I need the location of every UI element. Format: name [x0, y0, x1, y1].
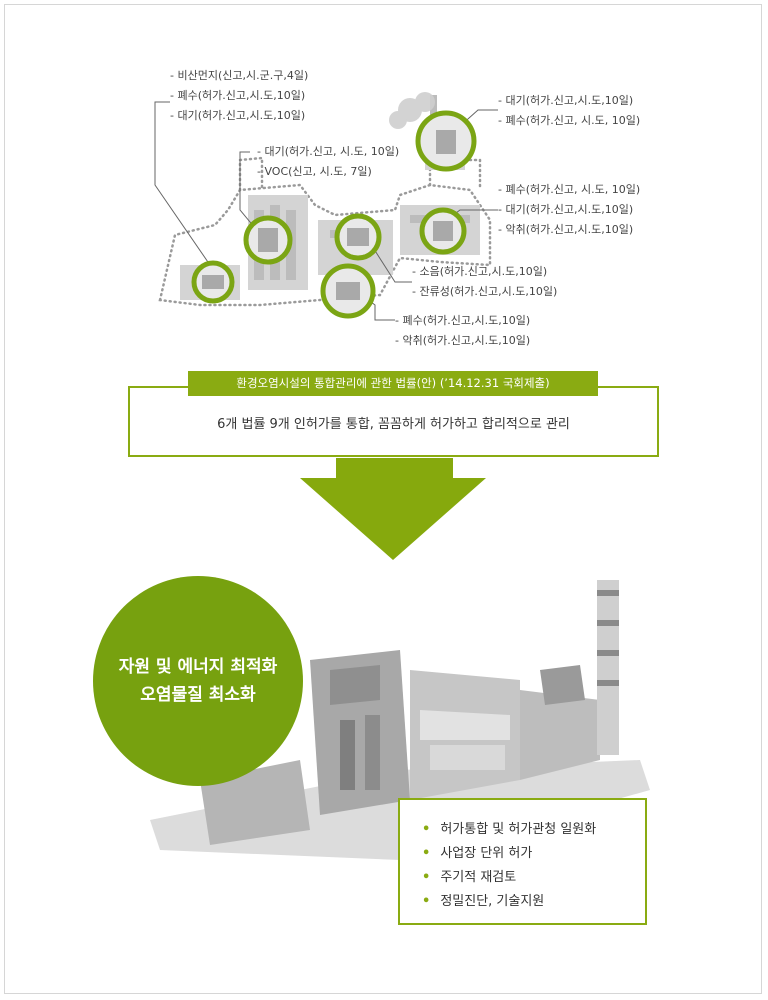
law-summary-box: 6개 법률 9개 인허가를 통합, 꼼꼼하게 허가하고 합리적으로 관리	[128, 386, 659, 457]
page-frame	[4, 4, 762, 994]
goal-line-2: 오염물질 최소화	[140, 685, 256, 705]
callout-line: - VOC(신고, 시.도, 7일)	[257, 165, 372, 178]
callout-line: - 폐수(허가.신고,시.도,10일)	[395, 314, 531, 327]
feature-item: 사업장 단위 허가	[422, 842, 645, 866]
callout-stack: - 대기(허가.신고,시.도,10일) - 폐수(허가.신고, 시.도, 10일…	[498, 91, 640, 131]
feature-item: 주기적 재검토	[422, 866, 645, 890]
feature-item: 정밀진단, 기술지원	[422, 890, 645, 914]
callout-line: - 폐수(허가.신고, 시.도, 10일)	[498, 183, 641, 196]
callout-line: - 대기(허가.신고, 시.도, 10일)	[257, 145, 400, 158]
callout-line: - 소음(허가.신고,시.도,10일)	[412, 265, 548, 278]
callout-noise: - 소음(허가.신고,시.도,10일) - 잔류성(허가.신고,시.도,10일)	[412, 262, 557, 302]
callout-line: - 잔류성(허가.신고,시.도,10일)	[412, 285, 558, 298]
callout-line: - 비산먼지(신고,시.군.구,4일)	[170, 69, 309, 82]
callout-stockyard: - 비산먼지(신고,시.군.구,4일) - 폐수(허가.신고,시.도,10일) …	[170, 66, 308, 126]
callout-line: - 폐수(허가.신고, 시.도, 10일)	[498, 114, 641, 127]
callout-treatment: - 폐수(허가.신고, 시.도, 10일) - 대기(허가.신고,시.도,10일…	[498, 180, 640, 240]
goal-circle: 자원 및 에너지 최적화 오염물질 최소화	[93, 576, 303, 786]
callout-line: - 대기(허가.신고,시.도,10일)	[170, 109, 306, 122]
law-description: 6개 법률 9개 인허가를 통합, 꼼꼼하게 허가하고 합리적으로 관리	[217, 417, 570, 432]
callout-process: - 대기(허가.신고, 시.도, 10일) - VOC(신고, 시.도, 7일)	[257, 142, 399, 182]
feature-item: 허가통합 및 허가관청 일원화	[422, 818, 645, 842]
callout-discharge: - 폐수(허가.신고,시.도,10일) - 악취(허가.신고,시.도,10일)	[395, 311, 530, 351]
facility-schematic	[154, 92, 498, 321]
callout-line: - 악취(허가.신고,시.도,10일)	[395, 334, 531, 347]
callout-line: - 폐수(허가.신고,시.도,10일)	[170, 89, 306, 102]
law-title-banner: 환경오염시설의 통합관리에 관한 법률(안) (’14.12.31 국회제출)	[188, 371, 598, 396]
feature-list-box: 허가통합 및 허가관청 일원화 사업장 단위 허가 주기적 재검토 정밀진단, …	[398, 798, 647, 925]
goal-line-1: 자원 및 에너지 최적화	[118, 657, 278, 677]
callout-line: - 악취(허가.신고,시.도,10일)	[498, 223, 634, 236]
feature-list: 허가통합 및 허가관청 일원화 사업장 단위 허가 주기적 재검토 정밀진단, …	[422, 818, 645, 914]
callout-line: - 대기(허가.신고,시.도,10일)	[498, 94, 634, 107]
callout-line: - 대기(허가.신고,시.도,10일)	[498, 203, 634, 216]
